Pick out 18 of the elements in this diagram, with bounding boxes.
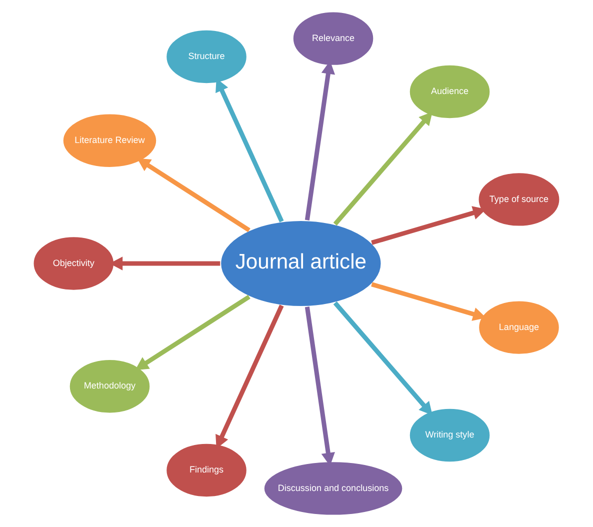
node-ellipse: Methodology — [68, 358, 152, 414]
node-ellipse: Type of source — [477, 172, 561, 228]
node-ellipse: Relevance — [292, 10, 375, 66]
node-ellipse: Language — [478, 300, 560, 356]
arrow — [371, 282, 486, 321]
arrow — [333, 112, 432, 226]
arrow — [371, 206, 486, 245]
node-ellipse: Structure — [165, 28, 248, 85]
node-ellipse: Literature Review — [62, 112, 158, 168]
node-ellipse: Objectivity — [32, 236, 116, 292]
node-ellipse: Journal article — [220, 219, 382, 308]
node-ellipse: Writing style — [408, 407, 492, 464]
arrow — [135, 294, 250, 370]
arrow — [137, 158, 250, 232]
arrow — [333, 301, 432, 416]
node-ellipse: Findings — [165, 442, 248, 498]
node-ellipse: Discussion and conclusions — [262, 460, 404, 516]
node-ellipse: Audience — [408, 64, 492, 120]
